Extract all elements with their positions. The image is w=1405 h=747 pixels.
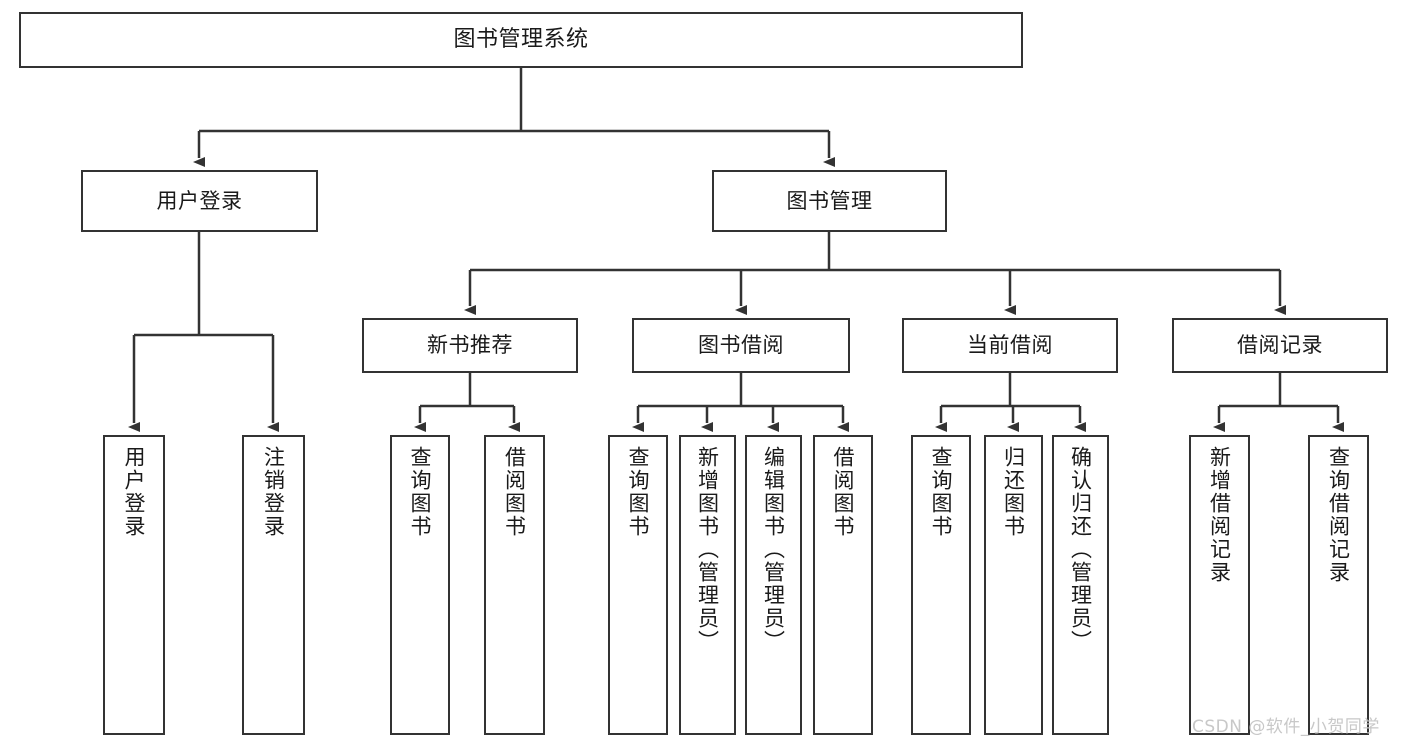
node-leaf-query-book-2-label: 查询图书	[626, 446, 651, 538]
node-leaf-borrow-book-1[interactable]: 借阅图书	[484, 435, 545, 735]
node-leaf-edit-book[interactable]: 编辑图书（管理员）	[745, 435, 802, 735]
node-leaf-logout[interactable]: 注销登录	[242, 435, 305, 735]
node-borrow-record-label: 借阅记录	[1237, 333, 1323, 358]
edge-borrowrecord-to-leaves	[1213, 373, 1344, 432]
node-new-book-recommend-label: 新书推荐	[427, 333, 513, 358]
node-leaf-borrow-book-2-label: 借阅图书	[831, 446, 856, 538]
node-leaf-query-book-2[interactable]: 查询图书	[608, 435, 668, 735]
node-leaf-query-book-1[interactable]: 查询图书	[390, 435, 450, 735]
edge-currentborrow-to-leaves	[935, 373, 1086, 432]
node-leaf-add-record[interactable]: 新增借阅记录	[1189, 435, 1250, 735]
node-leaf-return-book[interactable]: 归还图书	[984, 435, 1043, 735]
node-leaf-confirm-return-label: 确认归还（管理员）	[1068, 446, 1093, 653]
node-user-login-label: 用户登录	[156, 188, 243, 213]
node-book-management-label: 图书管理	[786, 188, 873, 213]
node-leaf-user-login-label: 用户登录	[122, 446, 147, 538]
node-book-borrow[interactable]: 图书借阅	[632, 318, 850, 373]
node-leaf-logout-label: 注销登录	[261, 446, 286, 538]
node-leaf-query-book-3-label: 查询图书	[929, 446, 954, 538]
node-leaf-confirm-return[interactable]: 确认归还（管理员）	[1052, 435, 1109, 735]
node-leaf-add-book-label: 新增图书（管理员）	[695, 446, 720, 653]
node-leaf-add-record-label: 新增借阅记录	[1207, 446, 1232, 584]
node-book-management[interactable]: 图书管理	[712, 170, 947, 232]
node-current-borrow[interactable]: 当前借阅	[902, 318, 1118, 373]
csdn-watermark: CSDN @软件_小贺同学	[1192, 717, 1380, 737]
node-root-system[interactable]: 图书管理系统	[19, 12, 1023, 68]
node-leaf-query-record-label: 查询借阅记录	[1326, 446, 1351, 584]
node-root-label: 图书管理系统	[453, 27, 589, 53]
node-leaf-query-book-1-label: 查询图书	[408, 446, 433, 538]
node-current-borrow-label: 当前借阅	[967, 333, 1053, 358]
node-leaf-add-book[interactable]: 新增图书（管理员）	[679, 435, 736, 735]
edge-userlogin-to-leaves	[128, 232, 279, 432]
edge-bookmgmt-to-level2	[464, 232, 1286, 315]
node-user-login[interactable]: 用户登录	[81, 170, 318, 232]
edge-newbook-to-leaves	[414, 373, 520, 432]
node-book-borrow-label: 图书借阅	[698, 333, 784, 358]
node-borrow-record[interactable]: 借阅记录	[1172, 318, 1388, 373]
node-leaf-query-book-3[interactable]: 查询图书	[911, 435, 971, 735]
node-leaf-query-record[interactable]: 查询借阅记录	[1308, 435, 1369, 735]
node-leaf-user-login[interactable]: 用户登录	[103, 435, 165, 735]
node-new-book-recommend[interactable]: 新书推荐	[362, 318, 578, 373]
edge-bookborrow-to-leaves	[632, 373, 849, 432]
node-leaf-borrow-book-2[interactable]: 借阅图书	[813, 435, 873, 735]
node-leaf-return-book-label: 归还图书	[1001, 446, 1026, 538]
edge-root-to-level1	[193, 68, 835, 167]
node-leaf-edit-book-label: 编辑图书（管理员）	[761, 446, 786, 653]
node-leaf-borrow-book-1-label: 借阅图书	[502, 446, 527, 538]
